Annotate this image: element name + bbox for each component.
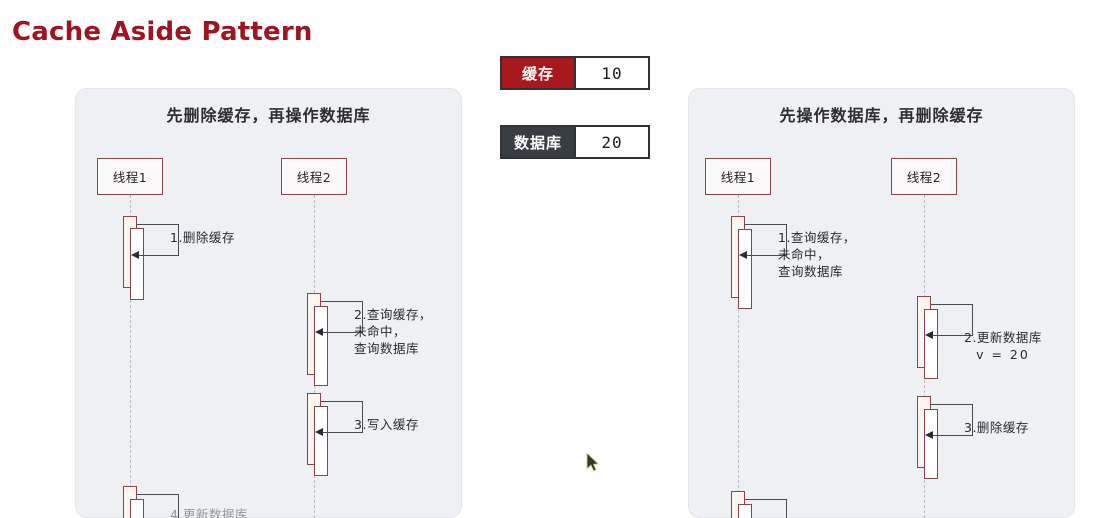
step-label-left-1: 1.删除缓存	[170, 230, 235, 245]
thread-label: 线程1	[720, 170, 756, 185]
step-text: 2.更新数据库	[964, 330, 1042, 345]
activation-left-3-inner	[314, 406, 328, 476]
thread-label: 线程2	[296, 170, 332, 185]
selfcall-left-1	[137, 224, 179, 256]
state-box-database-value: 20	[574, 127, 648, 157]
selfcall-arrowhead-right-3	[925, 431, 933, 439]
state-box-cache-label: 缓存	[502, 58, 574, 88]
state-box-database-label: 数据库	[502, 127, 574, 157]
step-subtext: v = 20	[976, 347, 1030, 362]
activation-left-2-inner	[314, 306, 328, 386]
state-box-database: 数据库 20	[500, 125, 650, 159]
activation-right-2-inner	[924, 309, 938, 379]
selfcall-left-3	[321, 401, 363, 433]
thread-box-right-2: 线程2	[891, 158, 957, 195]
lifeline-right-1	[738, 195, 739, 518]
panel-update-db-first: 先操作数据库，再删除缓存 线程1 线程2 1.查询缓存， 未命中， 查询数据库 …	[688, 88, 1075, 518]
selfcall-arrowhead-right-2	[925, 331, 933, 339]
selfcall-arrowhead-left-1	[131, 251, 139, 259]
thread-label: 线程2	[906, 170, 942, 185]
lifeline-left-1	[130, 195, 131, 518]
selfcall-right-2	[931, 304, 973, 336]
activation-right-3-inner	[924, 409, 938, 479]
panel-title-right: 先操作数据库，再删除缓存	[779, 106, 984, 125]
step-label-right-2: 2.更新数据库 v = 20	[964, 312, 1042, 380]
selfcall-right-3	[931, 404, 973, 436]
selfcall-arrowhead-left-2	[315, 328, 323, 336]
step-label-left-4: 4.更新数据库	[170, 507, 248, 518]
activation-right-1-inner	[738, 229, 752, 309]
activation-left-1-inner	[130, 228, 144, 300]
selfcall-arrowhead-right-1	[739, 251, 747, 259]
selfcall-right-1	[745, 224, 787, 256]
thread-box-right-1: 线程1	[705, 158, 771, 195]
selfcall-arrowhead-left-3	[315, 428, 323, 436]
page-title: Cache Aside Pattern	[12, 17, 313, 47]
step-label-left-2: 2.查询缓存， 未命中， 查询数据库	[354, 307, 432, 356]
thread-box-left-1: 线程1	[97, 158, 163, 195]
state-box-cache: 缓存 10	[500, 56, 650, 90]
step-label-right-1: 1.查询缓存， 未命中， 查询数据库	[778, 230, 856, 279]
selfcall-right-4	[745, 499, 787, 518]
selfcall-left-4	[137, 494, 179, 518]
step-label-left-3: 3.写入缓存	[354, 417, 419, 432]
thread-box-left-2: 线程2	[281, 158, 347, 195]
panel-title-left: 先删除缓存，再操作数据库	[166, 106, 371, 125]
panel-delete-cache-first: 先删除缓存，再操作数据库 线程1 线程2 1.删除缓存 2.查询缓存， 未命中，…	[75, 88, 462, 518]
step-label-right-3: 3.删除缓存	[964, 420, 1029, 435]
thread-label: 线程1	[112, 170, 148, 185]
mouse-cursor-icon	[586, 453, 600, 472]
state-box-cache-value: 10	[574, 58, 648, 88]
selfcall-left-2	[321, 301, 363, 333]
